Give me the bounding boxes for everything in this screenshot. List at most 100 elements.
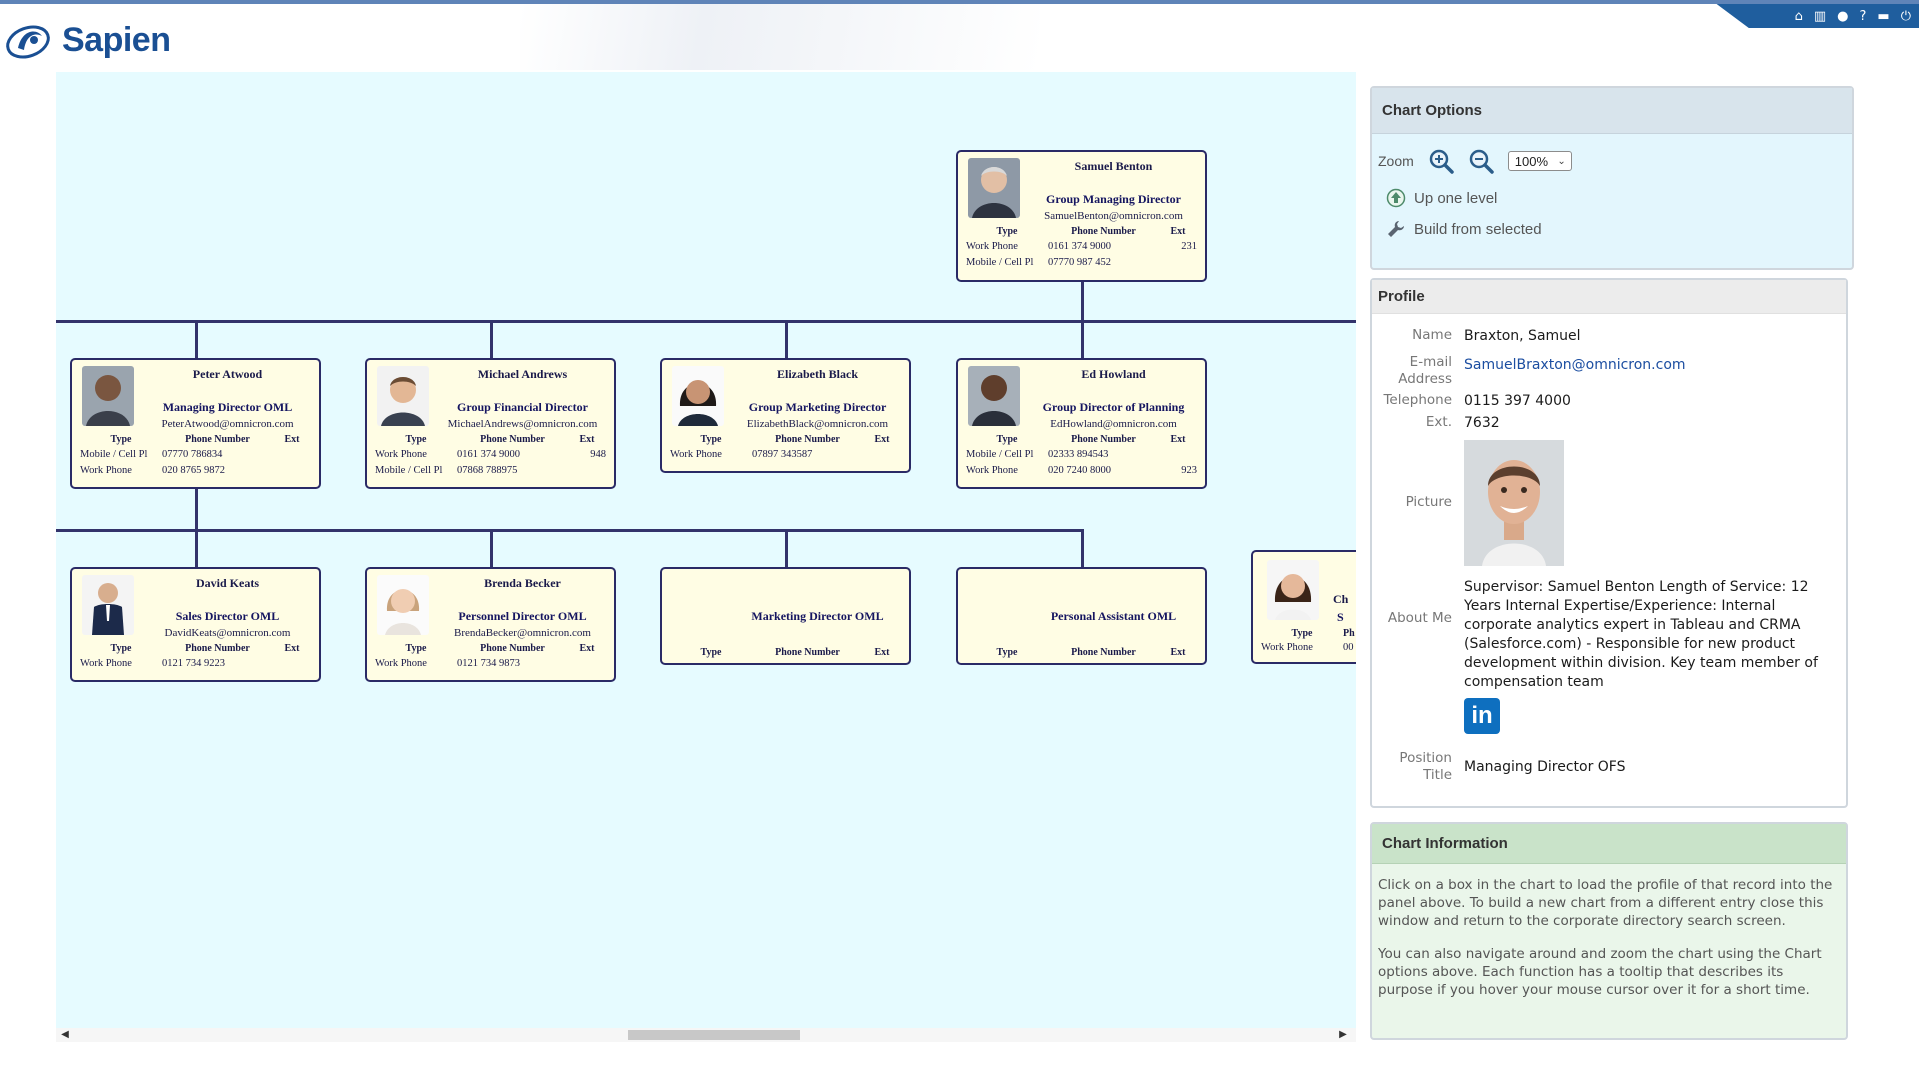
node-email: SamuelBenton@omnicron.com bbox=[1044, 210, 1183, 222]
help-icon[interactable]: ? bbox=[1859, 8, 1867, 24]
chart-icon[interactable]: ▥ bbox=[1813, 8, 1827, 24]
about-label: About Me bbox=[1387, 610, 1452, 626]
org-chart-canvas[interactable]: Samuel Benton Group Managing Director Sa… bbox=[56, 72, 1356, 1042]
linkedin-icon[interactable]: in bbox=[1464, 698, 1500, 734]
node-title: Marketing Director OML bbox=[751, 609, 884, 623]
connector-line bbox=[490, 320, 493, 358]
avatar bbox=[377, 575, 429, 635]
power-icon[interactable]: ⏻ bbox=[1900, 8, 1911, 24]
node-email: BrendaBecker@omnicron.com bbox=[454, 627, 591, 639]
node-title: Group Financial Director bbox=[457, 400, 588, 414]
scroll-left-arrow-icon[interactable]: ◀ bbox=[61, 1029, 69, 1040]
node-email: EdHowland@omnicron.com bbox=[1050, 418, 1177, 430]
node-title: Personal Assistant OML bbox=[1050, 609, 1177, 623]
avatar bbox=[672, 366, 724, 426]
search-icon[interactable]: ● bbox=[1837, 8, 1849, 24]
node-email: MichaelAndrews@omnicron.com bbox=[447, 418, 598, 430]
logo: Sapien bbox=[4, 16, 171, 64]
zoom-select[interactable]: 100%⌄ bbox=[1507, 151, 1572, 171]
picture-label: Picture bbox=[1405, 494, 1452, 510]
node-name: Ed Howland bbox=[1081, 367, 1146, 381]
info-paragraph: Click on a box in the chart to load the … bbox=[1378, 877, 1833, 929]
node-name: Peter Atwood bbox=[192, 367, 263, 381]
build-from-selected-button[interactable]: Build from selected bbox=[1386, 219, 1542, 239]
wrench-icon bbox=[1388, 221, 1404, 237]
org-node-peter-atwood[interactable]: Peter Atwood Managing Director OML Peter… bbox=[70, 358, 321, 489]
ext-label: Ext. bbox=[1425, 414, 1452, 430]
chart-information-body: Click on a box in the chart to load the … bbox=[1372, 864, 1846, 999]
node-name: Samuel Benton bbox=[1074, 159, 1153, 173]
connector-line bbox=[1081, 320, 1084, 358]
profile-position: Managing Director OFS bbox=[1464, 759, 1626, 775]
node-title: S bbox=[1337, 610, 1344, 624]
node-title: Personnel Director OML bbox=[458, 609, 587, 623]
org-node-ed-howland[interactable]: Ed Howland Group Director of Planning Ed… bbox=[956, 358, 1207, 489]
zoom-out-icon[interactable] bbox=[1468, 148, 1494, 174]
home-icon[interactable]: ⌂ bbox=[1794, 8, 1803, 24]
node-name: Michael Andrews bbox=[477, 367, 568, 381]
logo-text: Sapien bbox=[62, 20, 171, 59]
zoom-in-icon[interactable] bbox=[1428, 148, 1454, 174]
telephone-label: Telephone bbox=[1383, 392, 1452, 408]
avatar bbox=[1267, 560, 1319, 620]
profile-ext: 7632 bbox=[1464, 415, 1500, 431]
org-node-michael-andrews[interactable]: Michael Andrews Group Financial Director… bbox=[365, 358, 616, 489]
org-node-brenda-becker[interactable]: Brenda Becker Personnel Director OML Bre… bbox=[365, 567, 616, 682]
node-title: Managing Director OML bbox=[162, 400, 293, 414]
node-title: Group Marketing Director bbox=[748, 400, 887, 414]
avatar bbox=[968, 366, 1020, 426]
node-title: Group Managing Director bbox=[1046, 192, 1181, 206]
connector-line bbox=[195, 320, 198, 358]
connector-line bbox=[1081, 529, 1084, 567]
node-name: Ch bbox=[1333, 592, 1349, 606]
profile-title: Profile bbox=[1372, 280, 1846, 314]
profile-about: Supervisor: Samuel Benton Length of Serv… bbox=[1464, 579, 1818, 690]
sapien-logo-icon bbox=[6, 25, 50, 59]
node-title: Sales Director OML bbox=[175, 609, 280, 623]
connector-line bbox=[490, 529, 493, 567]
info-paragraph: You can also navigate around and zoom th… bbox=[1378, 946, 1822, 998]
connector-line bbox=[1081, 282, 1084, 321]
org-node-elizabeth-black[interactable]: Elizabeth Black Group Marketing Director… bbox=[660, 358, 911, 473]
node-name: David Keats bbox=[196, 576, 259, 590]
profile-email-link[interactable]: SamuelBraxton@omnicron.com bbox=[1464, 357, 1686, 373]
node-email: DavidKeats@omnicron.com bbox=[164, 627, 291, 639]
zoom-row: Zoom 100%⌄ bbox=[1378, 148, 1572, 174]
org-node-david-keats[interactable]: David Keats Sales Director OML DavidKeat… bbox=[70, 567, 321, 682]
node-name: Brenda Becker bbox=[484, 576, 561, 590]
profile-telephone: 0115 397 4000 bbox=[1464, 393, 1571, 409]
chart-information-title: Chart Information bbox=[1372, 824, 1846, 864]
avatar bbox=[377, 366, 429, 426]
org-node-samuel-benton[interactable]: Samuel Benton Group Managing Director Sa… bbox=[956, 150, 1207, 282]
node-email: PeterAtwood@omnicron.com bbox=[161, 418, 294, 430]
scrollbar-thumb[interactable] bbox=[628, 1030, 800, 1040]
mail-icon[interactable]: ▬ bbox=[1877, 8, 1890, 24]
header-decoration bbox=[520, 4, 1040, 70]
scroll-right-arrow-icon[interactable]: ▶ bbox=[1339, 1029, 1347, 1040]
chart-information-panel: Chart Information Click on a box in the … bbox=[1370, 822, 1848, 1040]
up-one-level-button[interactable]: Up one level bbox=[1386, 188, 1497, 208]
